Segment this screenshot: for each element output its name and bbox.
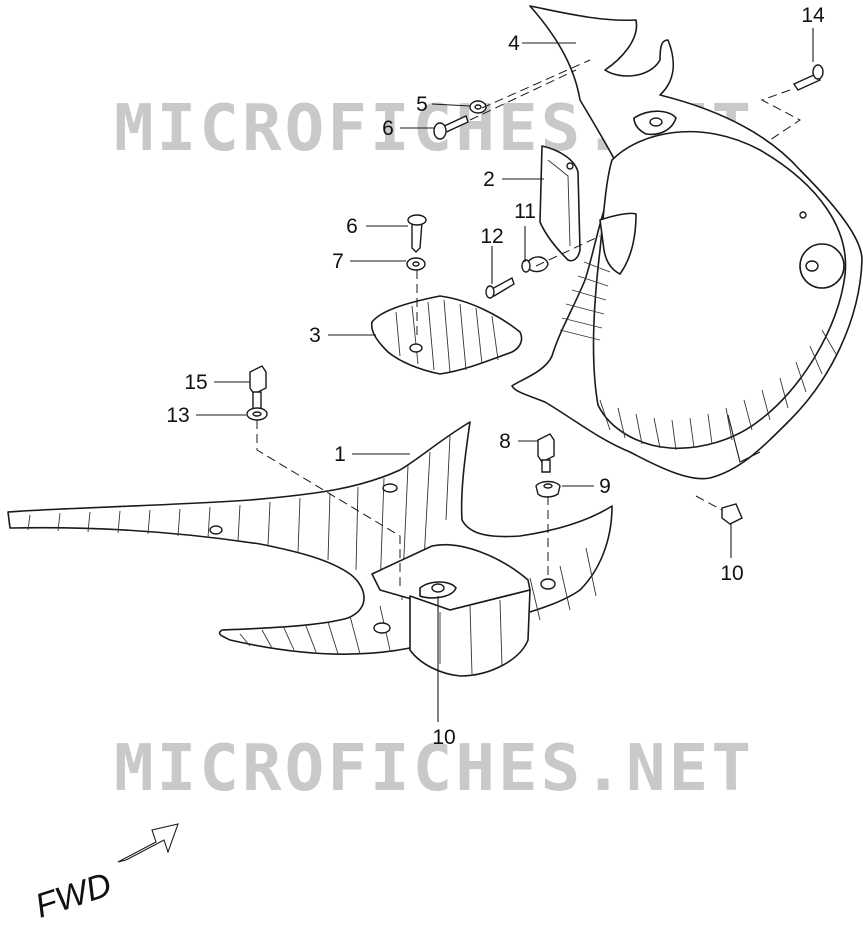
callout-9: 9 xyxy=(599,475,611,498)
clip-10a xyxy=(721,503,743,525)
watermark-text: MICROFICHES.NET xyxy=(114,732,754,806)
callout-7: 7 xyxy=(332,250,344,273)
leader-lines xyxy=(196,28,814,722)
fwd-arrow-icon xyxy=(117,823,179,863)
callout-4: 4 xyxy=(508,32,520,55)
fwd-label: FWD xyxy=(31,866,116,926)
callout-11: 11 xyxy=(514,200,536,223)
callout-2: 2 xyxy=(483,168,495,191)
forward-indicator: FWD xyxy=(31,823,179,926)
hardware xyxy=(246,64,824,525)
callout-8: 8 xyxy=(499,430,511,453)
callout-6-lower: 6 xyxy=(346,215,358,238)
part-4-leg-shield xyxy=(511,5,863,480)
callout-1: 1 xyxy=(334,443,346,466)
part-1-floor-panel xyxy=(7,421,613,677)
callout-5: 5 xyxy=(416,93,428,116)
callout-6-upper: 6 xyxy=(382,117,394,140)
part-3-cover-plate xyxy=(370,295,523,375)
callout-10-bottom: 10 xyxy=(432,726,455,749)
bolt-8 xyxy=(537,433,555,463)
assembly-lines xyxy=(256,59,801,590)
bolt-6b xyxy=(411,221,423,253)
callout-13: 13 xyxy=(166,404,189,427)
bolt-15 xyxy=(249,365,267,395)
callout-15: 15 xyxy=(184,371,207,394)
callout-labels: 14 4 5 6 2 6 11 12 7 3 15 13 1 8 9 10 10 xyxy=(166,4,825,749)
part-2-panel xyxy=(539,145,581,262)
grommet-11 xyxy=(527,256,549,273)
callout-10-right: 10 xyxy=(720,562,743,585)
callout-3: 3 xyxy=(309,324,321,347)
nut-9 xyxy=(535,480,561,498)
callout-12: 12 xyxy=(480,225,503,248)
callout-14: 14 xyxy=(801,4,825,27)
screw-14 xyxy=(792,73,822,91)
